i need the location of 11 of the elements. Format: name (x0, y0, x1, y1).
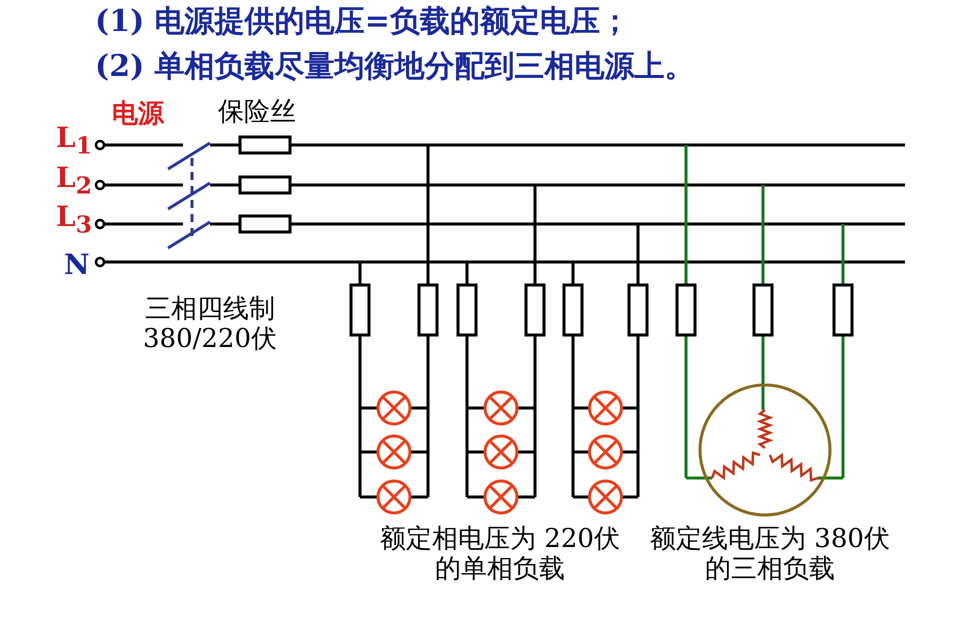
heading-text: (2) 单相负载尽量均衡地分配到三相电源上。 (95, 50, 695, 84)
line-label: L$_{3}$ (56, 201, 92, 238)
line-label: L$_{2}$ (56, 162, 92, 200)
source-label: 电源 (112, 100, 164, 130)
neutral-label: N (64, 249, 90, 282)
fuse-label: 保险丝 (218, 98, 296, 128)
load-caption: 额定相电压为 220伏的单相负载 (379, 525, 621, 585)
line-label: L$_{1}$ (56, 122, 92, 160)
load-caption: 额定线电压为 380伏的三相负载 (649, 525, 891, 585)
heading-text: (1) 电源提供的电压=负载的额定电压； (95, 5, 630, 40)
system-note: 三相四线制 380/220伏 (142, 295, 278, 355)
